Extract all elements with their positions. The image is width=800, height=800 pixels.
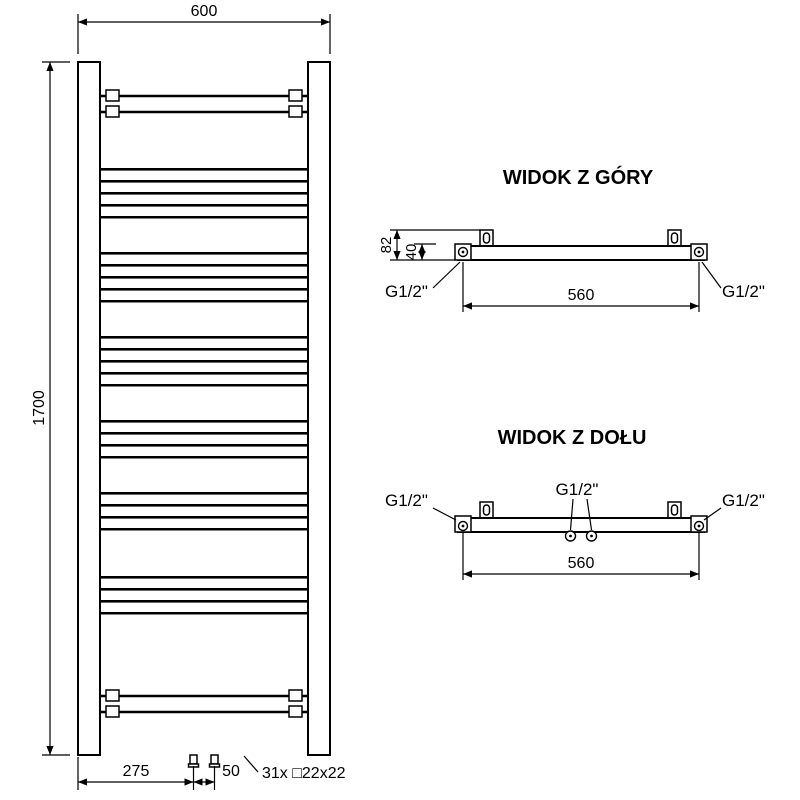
bottom-view-right-connection-label: G1/2" xyxy=(722,491,765,510)
mounting-brackets xyxy=(105,89,303,718)
bottom-span-dimension-label: 560 xyxy=(568,555,595,572)
dimension-width: 600 xyxy=(77,3,331,54)
bottom-view: WIDOK Z DOŁU G1/2" xyxy=(385,427,765,580)
top-view-left-connection-label: G1/2" xyxy=(385,282,428,301)
top-view-connection-labels: G1/2" G1/2" xyxy=(385,261,765,301)
top-view-right-connection-label: G1/2" xyxy=(722,282,765,301)
profile-note: 31x □22x22 xyxy=(243,755,346,782)
top-view-left-bracket-slot xyxy=(482,232,491,244)
depth-dimension-label: 82 xyxy=(378,237,395,254)
dimension-height: 1700 xyxy=(31,61,70,756)
right-collector-tube xyxy=(307,61,331,756)
profile-note-label: 31x □22x22 xyxy=(262,765,346,782)
radiator-body xyxy=(77,61,331,768)
dimension-top-span: 560 xyxy=(462,262,700,312)
width-dimension-label: 600 xyxy=(191,3,218,20)
dimension-bottom-connections: 275 50 xyxy=(77,757,240,790)
bottom-connection-stubs xyxy=(187,754,221,768)
height-dimension-label: 1700 xyxy=(31,390,48,426)
top-view-drawing xyxy=(454,229,708,261)
bottom-view-body xyxy=(457,517,705,533)
bottom-offset-dimension-label: 275 xyxy=(123,763,150,780)
top-span-dimension-label: 560 xyxy=(568,287,595,304)
bottom-view-center-connection-label: G1/2" xyxy=(556,480,599,499)
axis-offset-dimension-label: 40 xyxy=(403,244,420,261)
dimension-axis-offset: 40 xyxy=(403,243,436,261)
bottom-view-left-connection-label: G1/2" xyxy=(385,491,428,510)
bottom-view-right-bracket-slot xyxy=(670,504,679,516)
top-view: WIDOK Z GÓRY 82 4 xyxy=(378,165,765,312)
left-collector-tube xyxy=(77,61,101,756)
bottom-spacing-dimension-label: 50 xyxy=(222,763,240,780)
top-view-right-bracket-slot xyxy=(670,232,679,244)
dimension-bottom-span: 560 xyxy=(462,532,700,580)
bottom-view-connection-labels: G1/2" G1/2" G1/2" xyxy=(385,480,765,531)
rung-groups xyxy=(100,168,308,615)
front-view: 600 1700 275 50 31x □22x22 xyxy=(31,3,346,790)
bottom-view-left-bracket-slot xyxy=(482,504,491,516)
top-view-title: WIDOK Z GÓRY xyxy=(503,165,654,189)
top-view-body xyxy=(457,245,705,261)
bottom-view-title: WIDOK Z DOŁU xyxy=(498,427,647,449)
bottom-view-drawing xyxy=(454,501,708,542)
